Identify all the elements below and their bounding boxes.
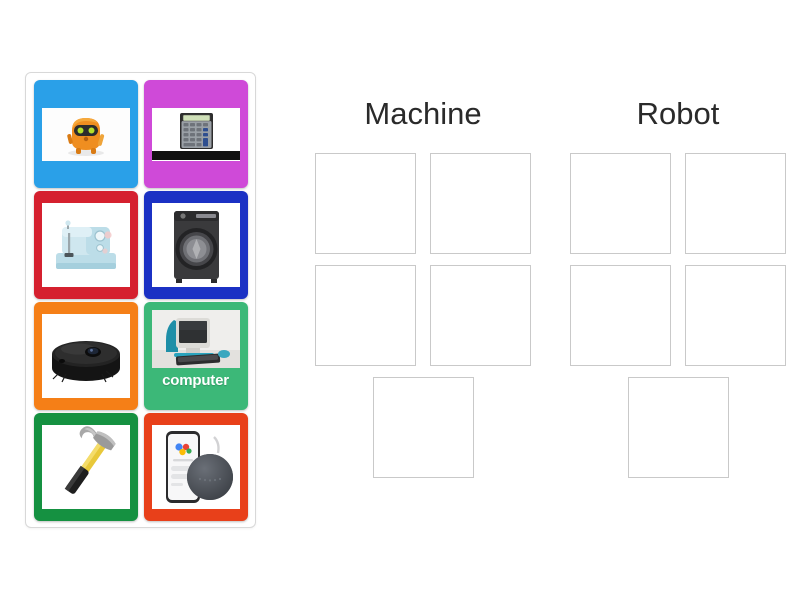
desktop-computer-icon xyxy=(151,310,240,368)
card-computer[interactable]: computer xyxy=(143,302,248,410)
column-machine: Machine xyxy=(298,95,548,478)
drop-zone-robot-1[interactable] xyxy=(570,153,671,254)
card-robot-toy[interactable] xyxy=(33,80,138,188)
column-title-machine: Machine xyxy=(364,96,482,131)
card-tray-grid: computer xyxy=(26,80,255,523)
card-sewing-machine[interactable] xyxy=(33,191,138,299)
column-robot: Robot xyxy=(553,95,800,478)
drop-zone-machine-5[interactable] xyxy=(372,377,474,478)
drop-zone-robot-2[interactable] xyxy=(685,153,786,254)
card-calculator[interactable] xyxy=(143,80,248,188)
column-slots-machine xyxy=(309,153,537,478)
drop-zone-machine-1[interactable] xyxy=(315,153,416,254)
drop-zone-machine-4[interactable] xyxy=(430,265,531,366)
hammer-icon xyxy=(41,425,130,509)
toy-robot-icon xyxy=(41,107,130,161)
sewing-machine-icon xyxy=(41,203,130,287)
drop-zone-robot-4[interactable] xyxy=(685,265,786,366)
card-washing-machine[interactable] xyxy=(143,191,248,299)
calculator-icon xyxy=(151,107,240,161)
card-hammer[interactable] xyxy=(33,413,138,521)
column-slots-robot xyxy=(564,153,792,478)
robot-vacuum-icon xyxy=(41,314,130,398)
card-smart-speaker[interactable] xyxy=(143,413,248,521)
card-robot-vacuum[interactable] xyxy=(33,302,138,410)
washing-machine-icon xyxy=(151,203,240,287)
card-label-computer: computer xyxy=(162,372,229,389)
card-tray: computer xyxy=(25,72,256,528)
drop-zone-robot-3[interactable] xyxy=(570,265,671,366)
column-title-robot: Robot xyxy=(636,96,720,131)
smart-speaker-icon xyxy=(151,425,240,509)
drop-zone-machine-2[interactable] xyxy=(430,153,531,254)
drop-zone-robot-5[interactable] xyxy=(627,377,729,478)
drop-zone-machine-3[interactable] xyxy=(315,265,416,366)
